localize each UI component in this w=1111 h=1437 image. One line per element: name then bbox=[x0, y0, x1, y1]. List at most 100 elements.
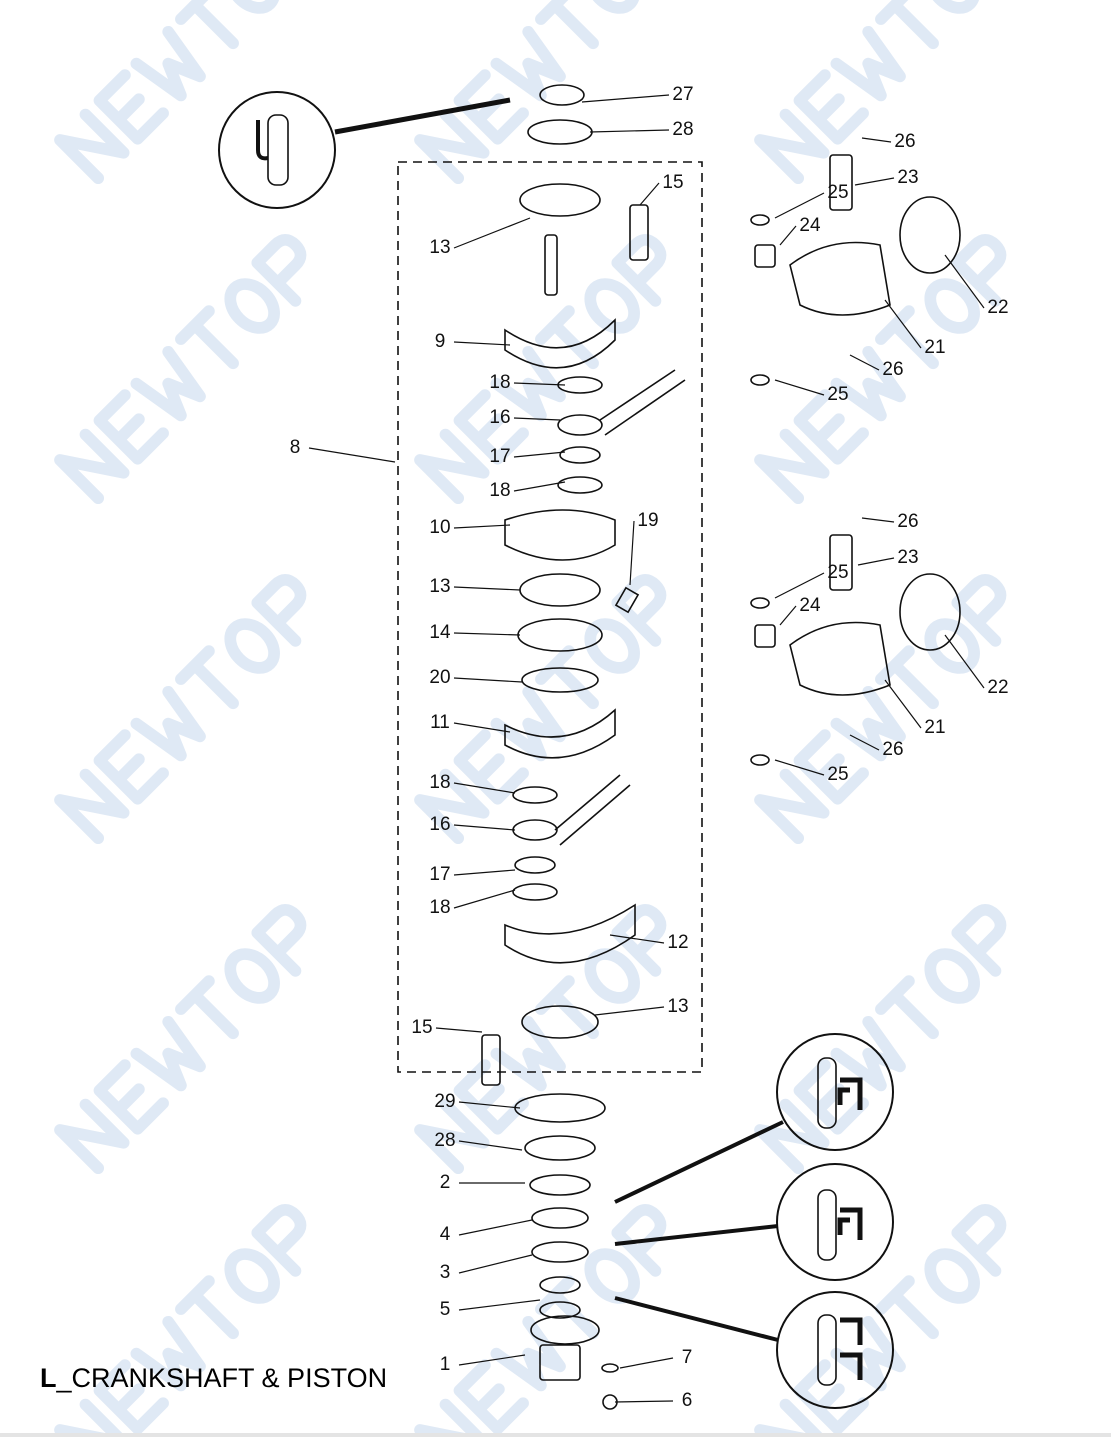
part-callout-26[interactable]: 26 bbox=[882, 359, 904, 380]
lower-housing bbox=[530, 1315, 600, 1345]
part-callout-17[interactable]: 17 bbox=[489, 446, 511, 467]
dowel-pin bbox=[629, 204, 649, 261]
title-prefix: L bbox=[40, 1363, 57, 1393]
part-callout-23[interactable]: 23 bbox=[897, 547, 919, 568]
part-callout-12[interactable]: 12 bbox=[667, 932, 689, 953]
part-callout-14[interactable]: 14 bbox=[429, 622, 451, 643]
leader-line bbox=[594, 1006, 665, 1016]
leader-line bbox=[453, 824, 516, 831]
part-callout-25[interactable]: 25 bbox=[827, 182, 849, 203]
connecting-rod-big-end bbox=[512, 819, 558, 841]
part-callout-20[interactable]: 20 bbox=[429, 667, 451, 688]
crankshaft-upper-journal bbox=[544, 234, 558, 296]
part-callout-24[interactable]: 24 bbox=[799, 595, 821, 616]
leader-line bbox=[581, 94, 670, 103]
washer-small bbox=[601, 1363, 619, 1373]
part-callout-17[interactable]: 17 bbox=[429, 864, 451, 885]
leader-line bbox=[453, 217, 531, 249]
part-callout-25[interactable]: 25 bbox=[827, 562, 849, 583]
needle-bearing-small bbox=[754, 244, 776, 268]
part-callout-11[interactable]: 11 bbox=[430, 712, 450, 733]
part-callout-26[interactable]: 26 bbox=[897, 511, 919, 532]
part-callout-27[interactable]: 27 bbox=[672, 84, 694, 105]
part-callout-19[interactable]: 19 bbox=[637, 510, 659, 531]
bolt bbox=[602, 1394, 618, 1410]
watermark-logo bbox=[60, 1205, 323, 1437]
part-callout-5[interactable]: 5 bbox=[439, 1299, 451, 1320]
part-callout-6[interactable]: 6 bbox=[681, 1390, 693, 1411]
oil-seal bbox=[539, 1276, 581, 1294]
connecting-rod-lower bbox=[554, 774, 631, 846]
part-callout-4[interactable]: 4 bbox=[439, 1224, 451, 1245]
part-callout-22[interactable]: 22 bbox=[987, 677, 1009, 698]
leader-line bbox=[779, 605, 797, 626]
part-callout-23[interactable]: 23 bbox=[897, 167, 919, 188]
part-callout-2[interactable]: 2 bbox=[439, 1172, 451, 1193]
leader-line bbox=[513, 481, 566, 492]
part-callout-24[interactable]: 24 bbox=[799, 215, 821, 236]
part-callout-8[interactable]: 8 bbox=[289, 437, 301, 458]
part-callout-10[interactable]: 10 bbox=[429, 517, 451, 538]
leader-line bbox=[453, 782, 516, 794]
part-callout-9[interactable]: 9 bbox=[434, 331, 446, 352]
lower-housing-body bbox=[539, 1344, 581, 1381]
oil-seal bbox=[531, 1207, 589, 1229]
part-callout-18[interactable]: 18 bbox=[489, 480, 511, 501]
watermark-logo bbox=[760, 905, 1023, 1168]
piston-pin bbox=[829, 534, 853, 591]
part-callout-3[interactable]: 3 bbox=[439, 1262, 451, 1283]
part-callout-26[interactable]: 26 bbox=[882, 739, 904, 760]
leader-line bbox=[435, 1027, 483, 1033]
part-callout-7[interactable]: 7 bbox=[681, 1347, 693, 1368]
leader-line bbox=[458, 1219, 533, 1236]
leader-line bbox=[774, 192, 825, 219]
parts-shapes bbox=[481, 84, 961, 1410]
part-callout-18[interactable]: 18 bbox=[429, 772, 451, 793]
part-callout-25[interactable]: 25 bbox=[827, 384, 849, 405]
leader-line bbox=[453, 632, 521, 636]
part-callout-13[interactable]: 13 bbox=[429, 576, 451, 597]
washer bbox=[750, 214, 770, 226]
crankshaft-assembly-box bbox=[397, 161, 703, 1073]
part-callout-13[interactable]: 13 bbox=[429, 237, 451, 258]
ball-bearing bbox=[521, 1005, 599, 1039]
bottom-divider bbox=[0, 1433, 1111, 1437]
leader-line bbox=[458, 1254, 533, 1274]
washer bbox=[750, 597, 770, 609]
watermark-logo bbox=[60, 905, 323, 1168]
detail-circle-2 bbox=[614, 1163, 894, 1281]
leader-line bbox=[458, 1299, 541, 1311]
needle-bearing bbox=[559, 446, 601, 464]
part-callout-25[interactable]: 25 bbox=[827, 764, 849, 785]
leader-line bbox=[453, 677, 523, 683]
part-callout-26[interactable]: 26 bbox=[894, 131, 916, 152]
ball-bearing bbox=[519, 573, 601, 607]
ball-bearing bbox=[519, 183, 601, 217]
part-callout-18[interactable]: 18 bbox=[429, 897, 451, 918]
part-callout-21[interactable]: 21 bbox=[924, 717, 946, 738]
part-callout-15[interactable]: 15 bbox=[662, 172, 684, 193]
part-callout-1[interactable]: 1 bbox=[439, 1354, 451, 1375]
oil-seal bbox=[539, 84, 585, 106]
part-callout-16[interactable]: 16 bbox=[429, 814, 451, 835]
part-callout-29[interactable]: 29 bbox=[434, 1091, 456, 1112]
part-callout-21[interactable]: 21 bbox=[924, 337, 946, 358]
watermark-logo bbox=[60, 0, 323, 178]
leader-line bbox=[861, 137, 892, 143]
leader-line bbox=[639, 182, 660, 206]
pin bbox=[614, 586, 640, 614]
watermark-logo bbox=[420, 235, 683, 498]
part-callout-28[interactable]: 28 bbox=[434, 1130, 456, 1151]
leader-line bbox=[884, 679, 922, 729]
part-callout-28[interactable]: 28 bbox=[672, 119, 694, 140]
leader-line bbox=[458, 1354, 526, 1366]
needle-bearing bbox=[514, 856, 556, 874]
detail-circle-3 bbox=[614, 1291, 894, 1409]
part-callout-15[interactable]: 15 bbox=[411, 1017, 433, 1038]
leader-lines bbox=[308, 94, 985, 1403]
part-callout-13[interactable]: 13 bbox=[667, 996, 689, 1017]
part-callout-18[interactable]: 18 bbox=[489, 372, 511, 393]
leader-line bbox=[614, 1400, 674, 1403]
part-callout-22[interactable]: 22 bbox=[987, 297, 1009, 318]
part-callout-16[interactable]: 16 bbox=[489, 407, 511, 428]
